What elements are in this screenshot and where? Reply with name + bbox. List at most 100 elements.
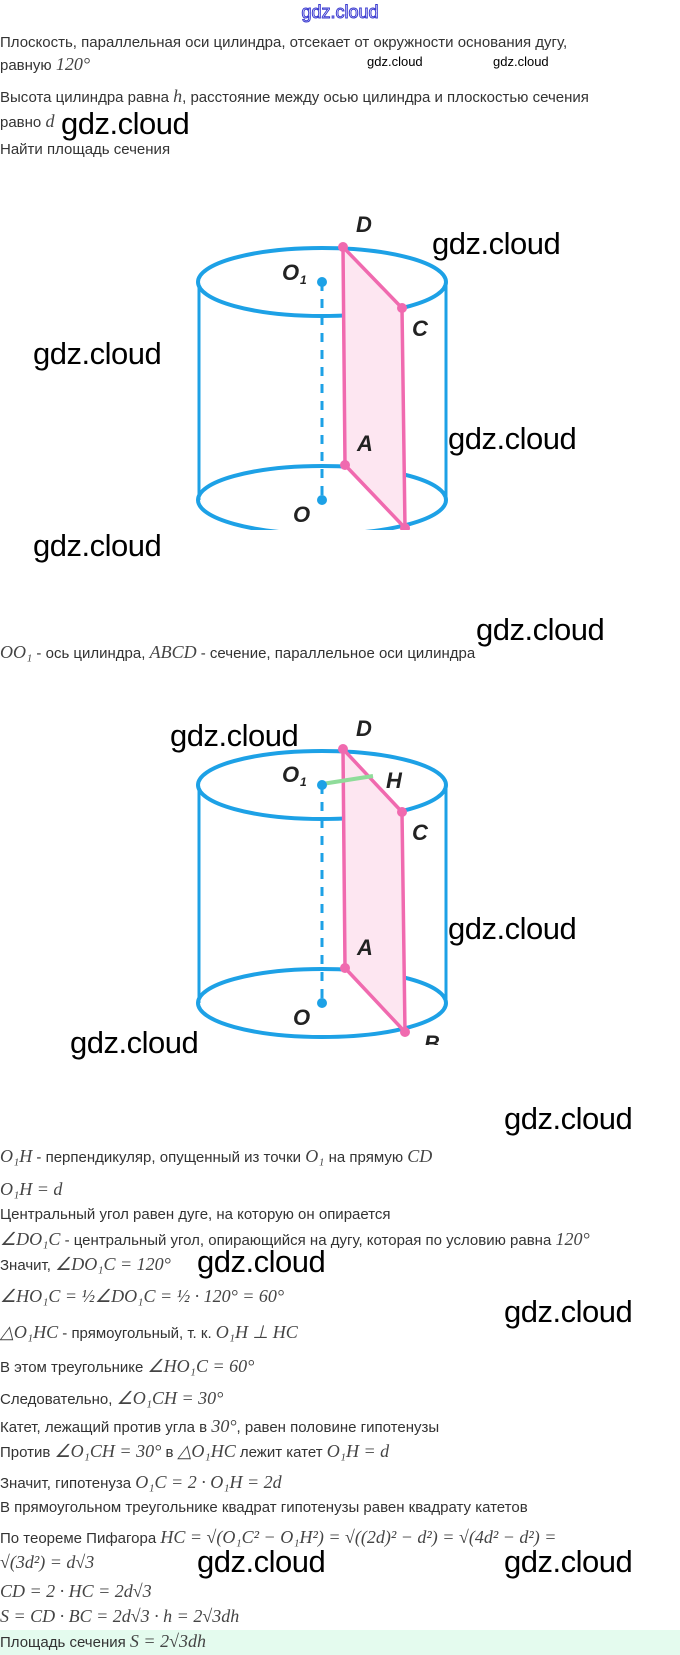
text-line: Следовательно, ∠O₁CH = 30° <box>0 1388 223 1410</box>
math-expression: ∠HO₁C = 60° <box>147 1356 255 1376</box>
watermark: gdz.cloud <box>61 106 190 141</box>
label-c: C <box>412 820 429 845</box>
text-segment: в <box>161 1444 178 1461</box>
text-segment: - перпендикуляр, опущенный из точки <box>32 1149 306 1166</box>
point-d <box>338 744 348 754</box>
text-line: равную 120° <box>0 54 90 76</box>
math-expression: S = CD · BC = 2d√3 · h = 2√3dh <box>0 1606 240 1626</box>
text-line: OO₁ - ось цилиндра, ABCD - сечение, пара… <box>0 642 475 664</box>
point-c <box>397 807 407 817</box>
math-expression: S = 2√3dh <box>129 1631 206 1651</box>
math-expression: O₁H <box>0 1146 33 1166</box>
math-expression: ∠O₁CH = 30° <box>54 1441 162 1461</box>
label-h: H <box>386 768 403 793</box>
label-o: O <box>293 1005 310 1030</box>
text-line: ∠HO₁C = ½∠DO₁C = ½ · 120° = 60° <box>0 1286 284 1308</box>
label-d: D <box>356 716 372 741</box>
watermark: gdz.cloud <box>70 1025 199 1060</box>
text-segment: - прямоугольный, т. к. <box>58 1325 216 1342</box>
point-o1 <box>317 780 327 790</box>
text-segment: , расстояние между осью цилиндра и плоск… <box>182 89 589 106</box>
text-line: По теореме Пифагора HC = √(O₁C² − O₁H²) … <box>0 1527 556 1549</box>
label-a: A <box>356 431 373 456</box>
text-line: Катет, лежащий против угла в 30°, равен … <box>0 1416 439 1438</box>
header-watermark[interactable]: gdz.cloud <box>301 2 379 23</box>
math-expression: O₁C = 2 · O₁H = 2d <box>135 1472 282 1492</box>
text-line: равно d <box>0 111 54 133</box>
watermark: gdz.cloud <box>476 612 605 647</box>
text-line: ∠DO₁C - центральный угол, опирающийся на… <box>0 1229 590 1251</box>
math-expression: ∠O₁CH = 30° <box>116 1388 224 1408</box>
text-segment: В этом треугольнике <box>0 1359 148 1376</box>
watermark: gdz.cloud <box>504 1544 633 1579</box>
text-line: △O₁HC - прямоугольный, т. к. O₁H ⊥ HC <box>0 1322 298 1344</box>
math-expression: ABCD <box>149 642 197 662</box>
text-line: Значит, гипотенуза O₁C = 2 · O₁H = 2d <box>0 1472 282 1494</box>
math-expression: CD = 2 · HC = 2d√3 <box>0 1581 152 1601</box>
text-segment: Площадь сечения <box>0 1634 130 1651</box>
label-o1-sub: 1 <box>300 775 307 789</box>
text-segment: - ось цилиндра, <box>32 645 150 662</box>
watermark: gdz.cloud <box>170 718 299 753</box>
math-expression: O₁H = d <box>0 1179 63 1199</box>
math-expression: HC = √(O₁C² − O₁H²) = √((2d)² − d²) = √(… <box>160 1527 557 1547</box>
math-expression: O₁H ⊥ HC <box>215 1322 298 1342</box>
text-line: Площадь сечения S = 2√3dh <box>0 1631 206 1653</box>
text-segment: равно <box>0 114 46 131</box>
text-segment: Плоскость, параллельная оси цилиндра, от… <box>0 34 568 51</box>
text-segment: - центральный угол, опирающийся на дугу,… <box>60 1232 556 1249</box>
cylinder <box>196 246 448 530</box>
point-b <box>400 1027 410 1037</box>
text-line: S = CD · BC = 2d√3 · h = 2√3dh <box>0 1606 239 1628</box>
perpendicular-o1h <box>321 774 374 786</box>
math-expression: 120° <box>555 1229 590 1249</box>
watermark: gdz.cloud <box>504 1294 633 1329</box>
point-c <box>397 303 407 313</box>
watermark: gdz.cloud <box>448 421 577 456</box>
cylinder-figure-1: D O 1 C A O B <box>196 212 448 530</box>
text-segment: Значит, <box>0 1257 56 1274</box>
label-b: B <box>424 1031 440 1045</box>
point-b <box>400 523 410 530</box>
text-segment: лежит катет <box>235 1444 327 1461</box>
watermark: gdz.cloud <box>367 54 423 69</box>
watermark: gdz.cloud <box>493 54 549 69</box>
point-d <box>338 242 348 252</box>
label-o1-sub: 1 <box>300 273 307 287</box>
text-line: Центральный угол равен дуге, на которую … <box>0 1205 391 1225</box>
text-segment: равную <box>0 57 56 74</box>
cylinder-figure-2: D H O 1 C A O B <box>196 716 448 1045</box>
text-line: √(3d²) = d√3 <box>0 1552 94 1574</box>
math-expression: CD <box>407 1146 433 1166</box>
point-a <box>340 460 350 470</box>
label-a: A <box>356 935 373 960</box>
watermark: gdz.cloud <box>504 1101 633 1136</box>
text-segment: В прямоугольном треугольнике квадрат гип… <box>0 1499 528 1516</box>
watermark: gdz.cloud <box>448 911 577 946</box>
text-line: В этом треугольнике ∠HO₁C = 60° <box>0 1356 254 1378</box>
text-line: Значит, ∠DO₁C = 120° <box>0 1254 171 1276</box>
math-expression: ∠HO₁C = ½∠DO₁C = ½ · 120° = 60° <box>0 1286 285 1306</box>
text-segment: Высота цилиндра равна <box>0 89 174 106</box>
math-expression: 120° <box>55 54 91 74</box>
text-line: CD = 2 · HC = 2d√3 <box>0 1581 152 1603</box>
points <box>317 242 410 530</box>
label-d: D <box>356 212 372 237</box>
label-o: O <box>293 502 310 527</box>
text-line: Против ∠O₁CH = 30° в △O₁HC лежит катет O… <box>0 1441 389 1463</box>
label-c: C <box>412 316 429 341</box>
math-expression: △O₁HC <box>0 1322 59 1342</box>
label-b: B <box>424 526 440 530</box>
math-expression: O₁ <box>305 1146 325 1166</box>
watermark: gdz.cloud <box>197 1544 326 1579</box>
text-segment: Найти площадь сечения <box>0 141 171 158</box>
math-expression: ∠DO₁C = 120° <box>55 1254 171 1274</box>
watermark: gdz.cloud <box>432 226 561 261</box>
watermark: gdz.cloud <box>197 1244 326 1279</box>
text-segment: Значит, гипотенуза <box>0 1475 136 1492</box>
math-expression: h <box>173 86 183 106</box>
answer-highlight <box>0 1630 680 1655</box>
section-abcd <box>341 242 407 530</box>
text-line: Высота цилиндра равна h, расстояние межд… <box>0 86 589 108</box>
